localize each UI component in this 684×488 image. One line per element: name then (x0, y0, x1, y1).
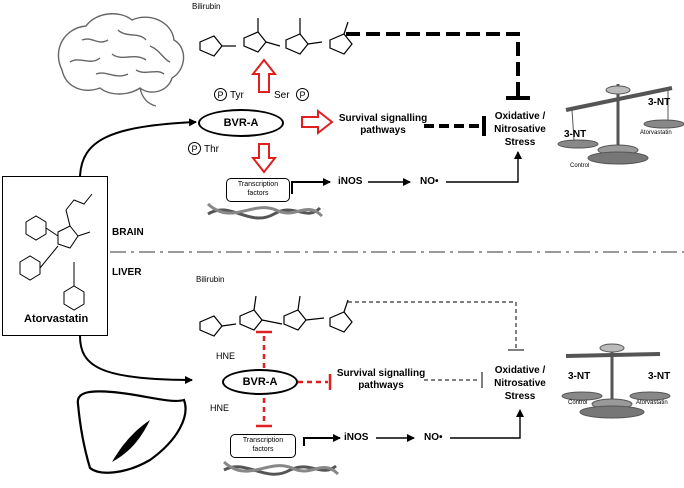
ser-label: Ser (274, 90, 290, 101)
bvra-node-liver: BVR-A (222, 369, 298, 395)
thr-label: Thr (204, 144, 219, 155)
arrow-no-to-stress-liver (450, 409, 524, 439)
atorvastatin-label: Atorvastatin (24, 313, 89, 325)
inos-label-brain: iNOS (338, 176, 363, 187)
liver-section-label: LIVER (112, 267, 142, 278)
arrow-no-to-stress-brain (446, 151, 522, 183)
bilirubin-inhibits-stress-brain (346, 32, 530, 100)
hne-top-label: HNE (216, 351, 236, 361)
bilirubin-structure-liver (199, 295, 353, 337)
arrow-atorvastatin-to-bvra-brain (79, 118, 197, 177)
oxidative-stress-brain: Oxidative / Nitrosative Stress (494, 111, 546, 148)
balance-scale-liver (561, 343, 671, 419)
red-arrow-to-transcription (250, 143, 278, 174)
dna-helix-liver (222, 460, 340, 476)
survival-inhibits-stress-brain (424, 116, 486, 136)
bilirubin-label-brain: Bilirubin (192, 2, 221, 11)
transcription-factors-liver: Transcription factors (230, 434, 296, 458)
bilirubin-structure-brain (199, 18, 353, 57)
bvra-node-brain: BVR-A (198, 109, 284, 137)
control-pan-liver: Control (568, 400, 588, 406)
nt-label-brain-left: 3-NT (564, 129, 587, 140)
inos-label-liver: iNOS (344, 432, 369, 443)
phospho-p-ser: P (296, 88, 309, 101)
phospho-p-tyr: P (214, 88, 227, 101)
nt-label-brain-right: 3-NT (648, 97, 671, 108)
atorvastatin-pan-brain: Atorvastatin (640, 130, 672, 136)
no-label-brain: NO• (420, 176, 439, 187)
balance-scale-brain (557, 84, 684, 165)
brain-icon (57, 13, 185, 107)
red-arrow-to-bilirubin (250, 58, 278, 93)
control-pan-brain: Control (570, 163, 590, 169)
phospho-p-thr: P (188, 142, 201, 155)
atorvastatin-box (2, 176, 108, 336)
bvra-inhibits-bilirubin-liver (256, 330, 272, 368)
no-label-liver: NO• (424, 432, 443, 443)
survival-inhibits-stress-liver (424, 372, 483, 388)
arrow-transcription-to-inos-brain (291, 178, 331, 194)
arrow-transcription-to-inos-liver (303, 434, 341, 446)
atorvastatin-pan-liver: Atorvastatin (636, 400, 668, 406)
oxidative-stress-liver: Oxidative / Nitrosative Stress (494, 365, 546, 402)
arrow-atorvastatin-to-bvra-liver (79, 335, 193, 384)
bvra-inhibits-survival-liver (298, 374, 332, 390)
bilirubin-inhibits-stress-liver (348, 301, 524, 351)
bvra-inhibits-transcription-liver (256, 398, 272, 428)
atorvastatin-structure (19, 193, 93, 311)
dna-helix-brain (206, 202, 324, 220)
hne-bottom-label: HNE (210, 403, 230, 413)
liver-icon (76, 390, 187, 474)
survival-pathways-liver: Survival signalling pathways (336, 368, 426, 391)
survival-pathways-brain: Survival signalling pathways (338, 113, 428, 136)
bilirubin-label-liver: Bilirubin (196, 275, 225, 284)
tyr-label: Tyr (230, 90, 244, 101)
red-arrow-to-survival (301, 108, 334, 136)
nt-label-liver-left: 3-NT (568, 371, 591, 382)
brain-section-label: BRAIN (112, 227, 144, 238)
nt-label-liver-right: 3-NT (648, 371, 671, 382)
transcription-factors-brain: Transcription factors (226, 178, 290, 202)
